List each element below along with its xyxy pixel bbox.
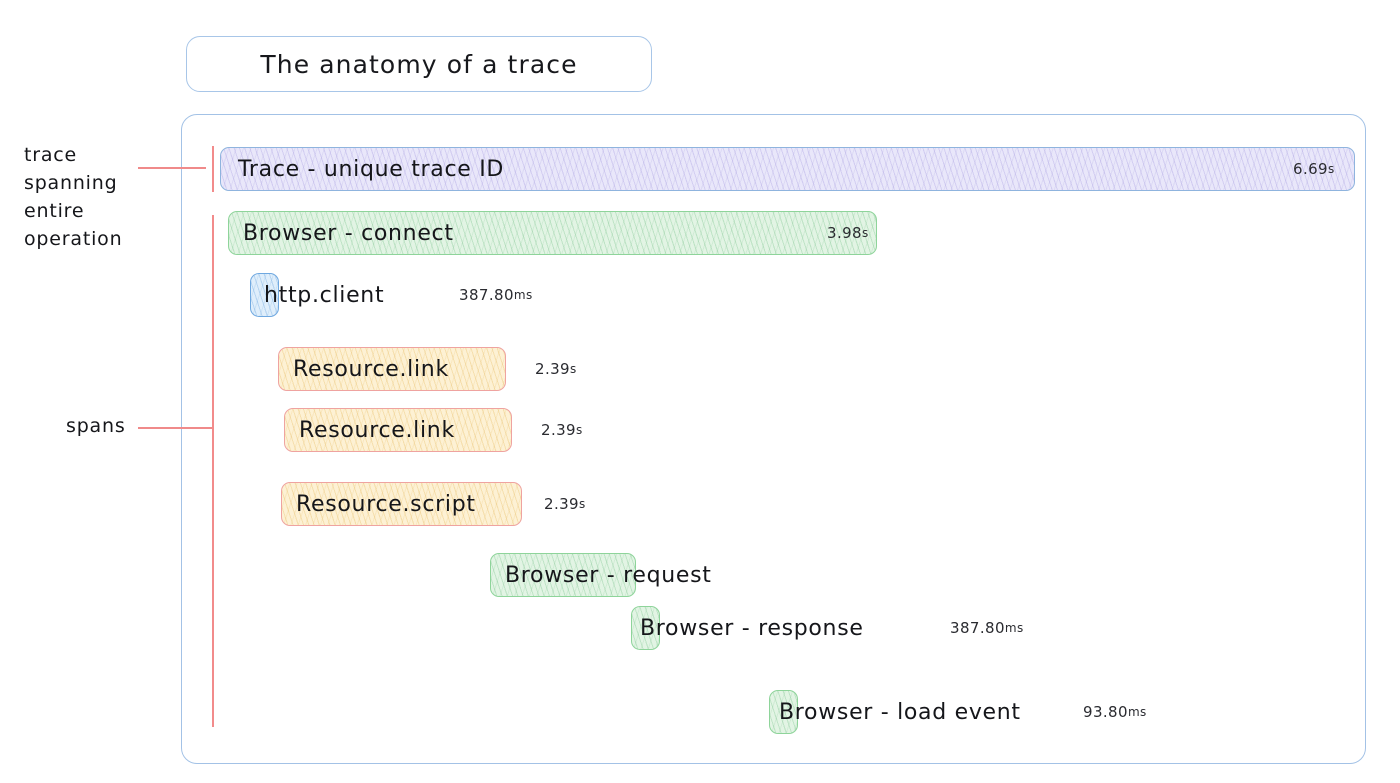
span-bar-texture [279, 348, 505, 390]
annotation-trace-leader-line [138, 167, 206, 169]
annotation-spans-leader-line [138, 427, 212, 429]
span-duration-unit: ms [1004, 621, 1024, 635]
annotation-trace-bracket [212, 146, 214, 192]
span-duration-value: 3.98 [827, 224, 862, 242]
span-bar[interactable] [769, 690, 798, 734]
page-title: The anatomy of a trace [260, 49, 578, 79]
span-duration-value: 387.80 [459, 286, 514, 304]
span-row: Browser - request [0, 553, 1400, 597]
span-duration-unit: s [576, 423, 583, 437]
span-bar-texture [282, 483, 521, 525]
span-bar[interactable] [228, 211, 877, 255]
span-duration-unit: s [579, 497, 586, 511]
span-bar[interactable] [284, 408, 512, 452]
span-bar[interactable] [631, 606, 660, 650]
annotation-trace-label: trace spanning entire operation [24, 144, 123, 250]
span-bar-texture [632, 607, 659, 649]
span-bar-texture [221, 148, 1354, 190]
span-duration-unit: s [862, 226, 869, 240]
span-bar-texture [285, 409, 511, 451]
span-bar[interactable] [220, 147, 1355, 191]
span-bar[interactable] [490, 553, 636, 597]
span-duration-unit: s [1328, 162, 1335, 176]
span-bar[interactable] [278, 347, 506, 391]
span-label: Browser - load event [779, 699, 1021, 725]
span-duration-value: 2.39 [535, 360, 570, 378]
span-bar-texture [770, 691, 797, 733]
span-duration-unit: ms [513, 288, 533, 302]
span-duration-value: 6.69 [1293, 160, 1328, 178]
span-bar[interactable] [250, 273, 279, 317]
title-box [186, 36, 652, 92]
span-duration-value: 2.39 [544, 495, 579, 513]
span-bar-texture [491, 554, 635, 596]
span-duration-value: 93.80 [1083, 703, 1128, 721]
span-bar-texture [251, 274, 278, 316]
span-duration-unit: s [570, 362, 577, 376]
span-label: Browser - response [640, 615, 864, 641]
annotation-spans-label: spans [66, 415, 126, 437]
annotation-spans-bracket [212, 215, 214, 727]
span-duration-value: 2.39 [541, 421, 576, 439]
span-duration-unit: ms [1127, 705, 1147, 719]
span-bar-texture [229, 212, 876, 254]
span-bar[interactable] [281, 482, 522, 526]
span-label: http.client [264, 282, 385, 308]
span-duration-value: 387.80 [950, 619, 1005, 637]
